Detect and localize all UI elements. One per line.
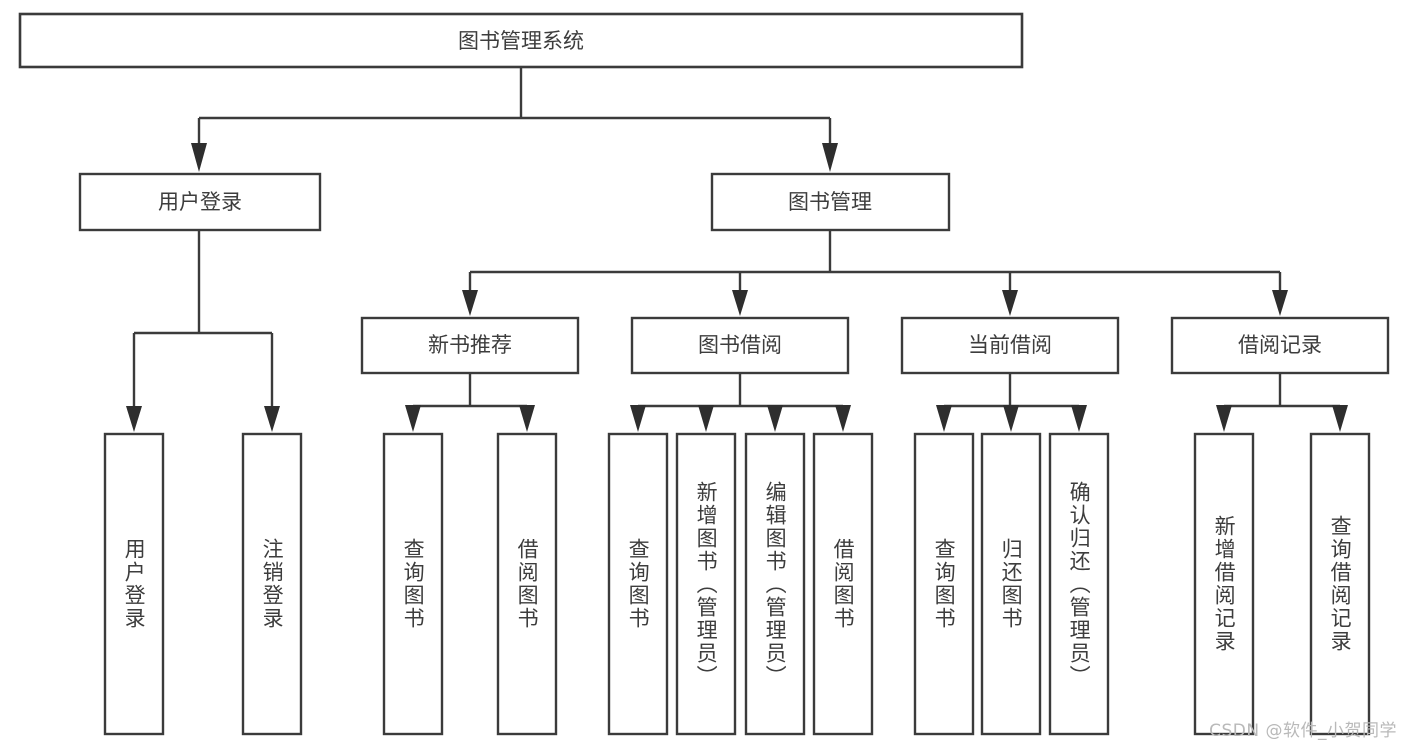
book-manage-box[interactable] bbox=[710, 172, 951, 232]
node-current-borrow[interactable]: 当前借阅 bbox=[900, 316, 1120, 375]
node-book-manage[interactable]: 图书管理 bbox=[710, 172, 951, 232]
arrowhead-user-login bbox=[191, 143, 207, 172]
node-user-login[interactable]: 用户登录 bbox=[78, 172, 322, 232]
arrowhead-new-book-leaf-0 bbox=[405, 405, 421, 432]
user-login-box[interactable] bbox=[78, 172, 322, 232]
arrowhead-borrow-record-leaf-1 bbox=[1332, 405, 1348, 432]
user-login-label: 用户登录 bbox=[158, 190, 242, 214]
leaf-box-book-borrow-1[interactable] bbox=[675, 432, 737, 736]
arrowhead-borrow-record-leaf-0 bbox=[1216, 405, 1232, 432]
borrow-record-label: 借阅记录 bbox=[1238, 333, 1322, 357]
leaf-box-user-login-0[interactable] bbox=[103, 432, 165, 736]
arrowhead-book-borrow-leaf-0 bbox=[630, 405, 646, 432]
leaf-box-user-login-1[interactable] bbox=[241, 432, 303, 736]
arrowhead-user-login-leaf-1 bbox=[264, 406, 280, 432]
leaf-box-book-borrow-0[interactable] bbox=[607, 432, 669, 736]
arrowhead-book-borrow-leaf-1 bbox=[698, 405, 714, 432]
arrowhead-current-borrow-leaf-1 bbox=[1003, 405, 1019, 432]
leaf-box-book-borrow-3[interactable] bbox=[812, 432, 874, 736]
arrowhead-book-borrow-leaf-2 bbox=[767, 405, 783, 432]
node-book-borrow[interactable]: 图书借阅 bbox=[630, 316, 850, 375]
leaf-box-borrow-record-0[interactable] bbox=[1193, 432, 1255, 736]
new-book-recommend-label: 新书推荐 bbox=[428, 333, 512, 357]
arrowhead-new-book bbox=[462, 290, 478, 316]
connector-layer bbox=[126, 67, 1348, 432]
leaf-box-current-borrow-0[interactable] bbox=[913, 432, 975, 736]
book-borrow-label: 图书借阅 bbox=[698, 333, 782, 357]
borrow-record-box[interactable] bbox=[1170, 316, 1390, 375]
book-manage-label: 图书管理 bbox=[788, 190, 872, 214]
leaf-box-new-book-1[interactable] bbox=[496, 432, 558, 736]
arrowhead-current-borrow-leaf-0 bbox=[936, 405, 952, 432]
arrowhead-book-manage bbox=[822, 143, 838, 172]
leaf-box-book-borrow-2[interactable] bbox=[744, 432, 806, 736]
arrowhead-new-book-leaf-1 bbox=[519, 405, 535, 432]
book-borrow-box[interactable] bbox=[630, 316, 850, 375]
node-root[interactable]: 图书管理系统 bbox=[18, 12, 1024, 69]
leaf-box-current-borrow-1[interactable] bbox=[980, 432, 1042, 736]
arrowhead-user-login-leaf-0 bbox=[126, 406, 142, 432]
leaf-box-new-book-0[interactable] bbox=[382, 432, 444, 736]
leaf-box-current-borrow-2[interactable] bbox=[1048, 432, 1110, 736]
arrowhead-current-borrow bbox=[1002, 290, 1018, 316]
new-book-recommend-box[interactable] bbox=[360, 316, 580, 375]
leaf-box-borrow-record-1[interactable] bbox=[1309, 432, 1371, 736]
arrowhead-book-borrow-leaf-3 bbox=[835, 405, 851, 432]
current-borrow-label: 当前借阅 bbox=[968, 333, 1052, 357]
csdn-watermark: CSDN @软件_小贺同学 bbox=[1209, 721, 1397, 741]
root-label: 图书管理系统 bbox=[458, 29, 584, 53]
node-borrow-record[interactable]: 借阅记录 bbox=[1170, 316, 1390, 375]
root-box[interactable] bbox=[18, 12, 1024, 69]
current-borrow-box[interactable] bbox=[900, 316, 1120, 375]
node-new-book-recommend[interactable]: 新书推荐 bbox=[360, 316, 580, 375]
arrowhead-current-borrow-leaf-2 bbox=[1071, 405, 1087, 432]
arrowhead-book-borrow bbox=[732, 290, 748, 316]
arrowhead-borrow-record bbox=[1272, 290, 1288, 316]
